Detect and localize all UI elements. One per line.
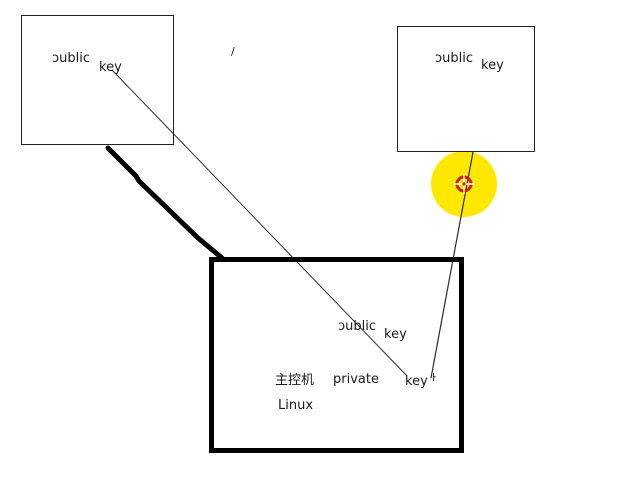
stray-key-tick-mark: ŀ <box>432 371 436 384</box>
thick-connector-line <box>105 145 225 261</box>
left-box-key-label: key <box>99 60 122 75</box>
left-box-public-label: ɔublic <box>52 51 91 66</box>
host-public-label: ɔublic <box>338 319 377 334</box>
right-box-key-label: key <box>481 58 504 73</box>
host-os-label: Linux <box>278 398 314 413</box>
right-public-key-box <box>397 26 535 152</box>
stray-tick-mark: / <box>231 45 235 58</box>
host-private-label: private <box>333 372 379 387</box>
host-linux-box <box>209 257 464 453</box>
left-key-connector-line <box>111 69 408 377</box>
host-machine-label: 主控机 <box>275 373 315 388</box>
left-public-key-box <box>21 15 174 145</box>
right-box-public-label: ɔublic <box>435 51 474 66</box>
crosshair-cursor-icon <box>454 174 474 194</box>
host-public-key-label: key <box>384 327 407 342</box>
host-private-key-label: key <box>405 374 428 389</box>
